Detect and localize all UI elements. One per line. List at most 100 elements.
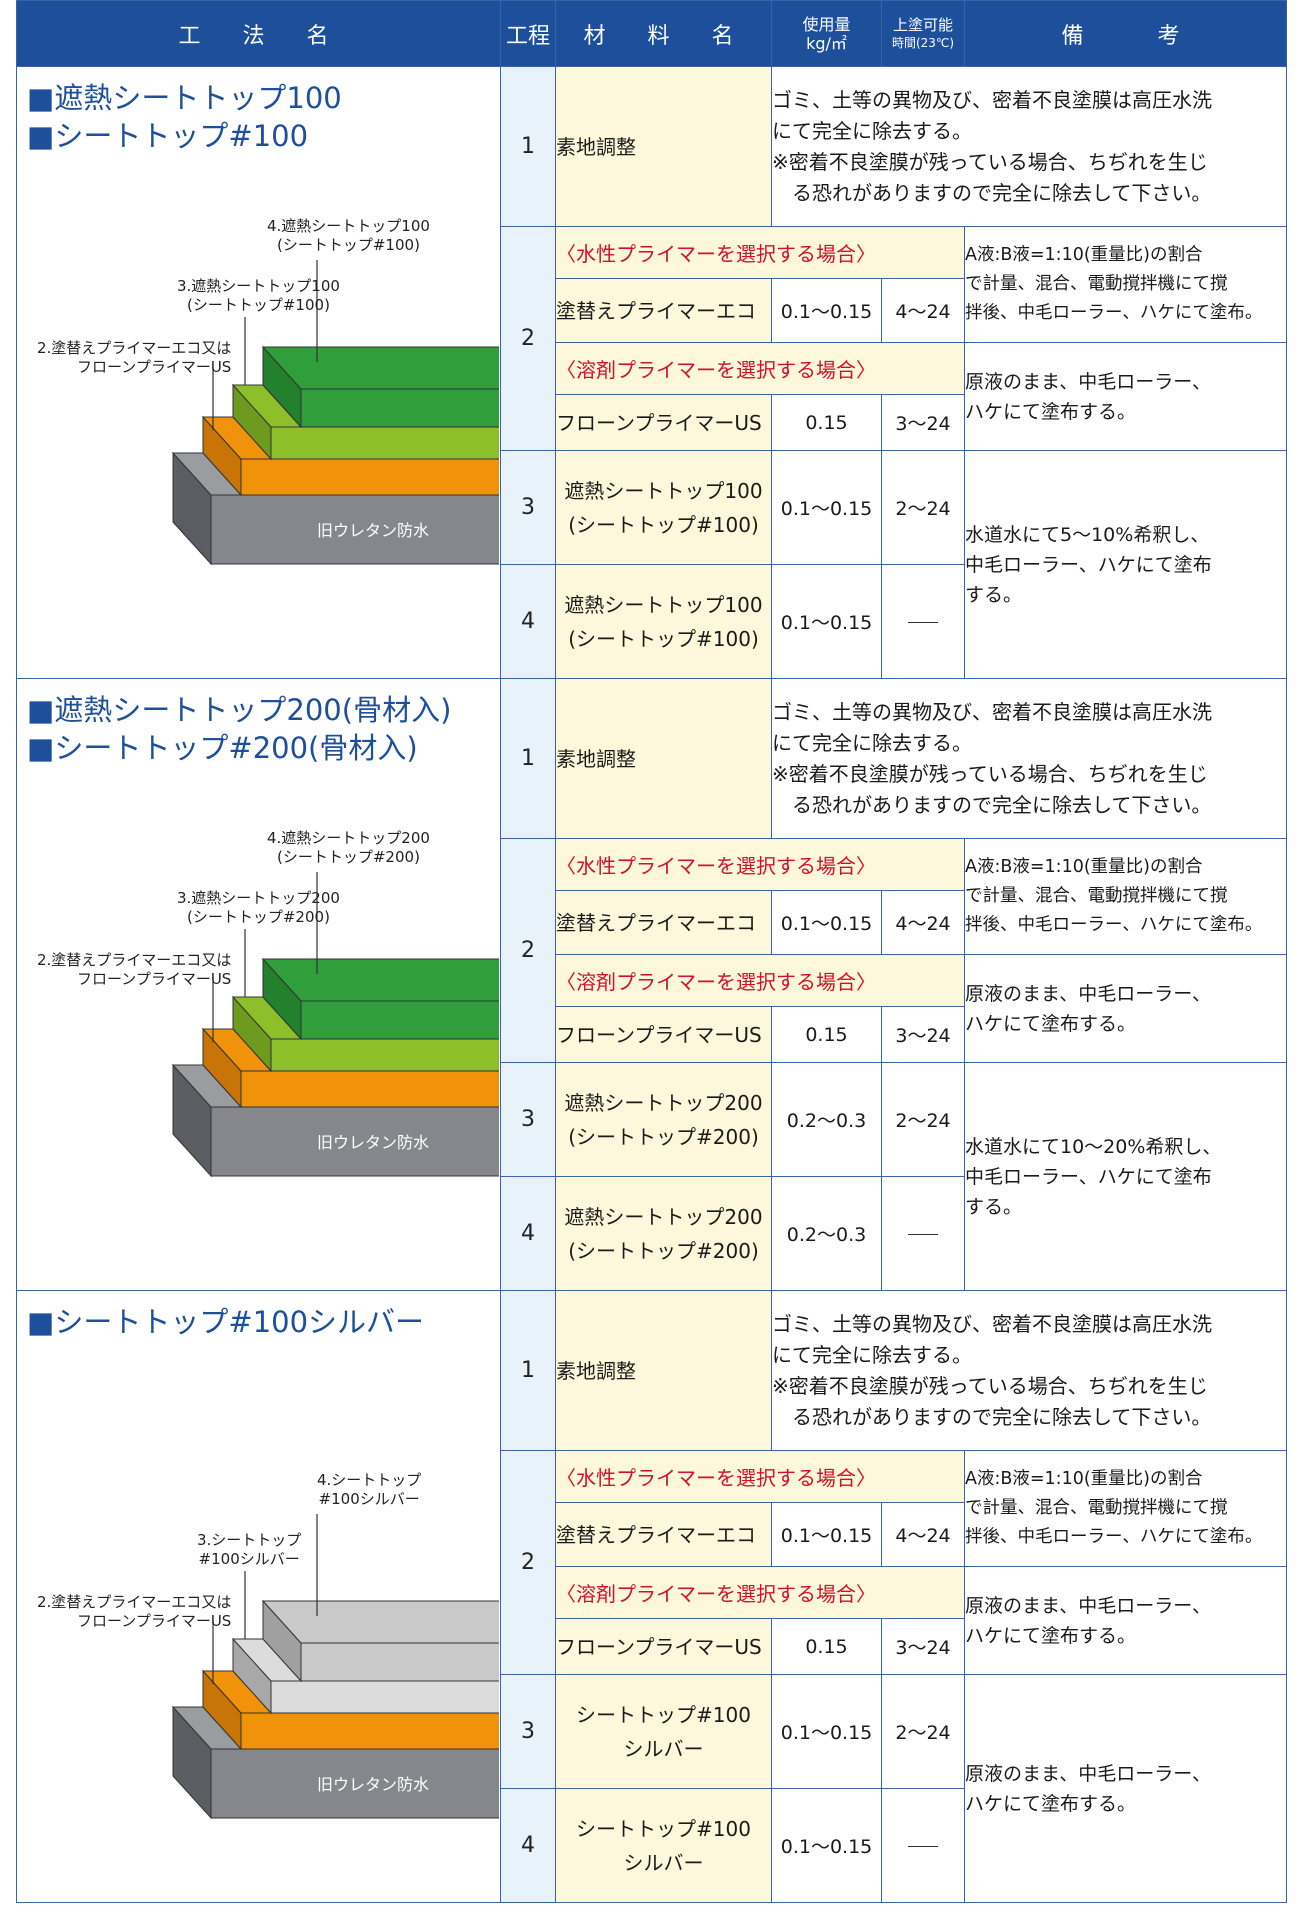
usage-value: 0.2～0.3 (771, 1176, 882, 1291)
primer-choice-solvent: 〈溶剤プライマーを選択する場合〉 (555, 1566, 965, 1619)
section-1-row: 2 〈水性プライマーを選択する場合〉 A液:B液=1:10(重量比)の割合 で計… (17, 226, 1287, 451)
remarks-text: 水道水にて10～20%希釈し、 中毛ローラー、ハケにて塗布 する。 (964, 1062, 1287, 1291)
recoat-time-value (881, 1176, 965, 1291)
layer-2-label-line-1: 2.塗替えプライマーエコ又は (37, 951, 232, 969)
step-number: 2 (500, 226, 556, 451)
layer-2-label-line-2: フローンプライマーUS (77, 970, 232, 988)
top-front-face (300, 388, 499, 428)
primer-choice-solvent: 〈溶剤プライマーを選択する場合〉 (555, 342, 965, 395)
remarks-text: 原液のまま、中毛ローラー、 ハケにて塗布する。 (964, 954, 1287, 1063)
layer-3-label-line-1: 3.遮熱シートトップ200 (177, 889, 340, 907)
material-name: 遮熱シートトップ200(シートトップ#200) (555, 1062, 772, 1177)
section-2-row: フローンプライマーUS 0.15 3～24 (17, 1006, 1287, 1063)
step-number: 1 (500, 678, 556, 839)
primer-choice-solvent: 〈溶剤プライマーを選択する場合〉 (555, 954, 965, 1007)
method-title: ■遮熱シートトップ100■シートトップ#100 (27, 79, 342, 155)
usage-value: 0.15 (771, 394, 882, 451)
layer-4-label: 4.シートトップ#100シルバー (317, 1471, 421, 1509)
usage-value: 0.1～0.15 (771, 1502, 882, 1567)
layer-3-label: 3.遮熱シートトップ100(シートトップ#100) (177, 277, 340, 315)
top-front-face (300, 1642, 499, 1682)
primer-choice-water: 〈水性プライマーを選択する場合〉 (555, 226, 965, 279)
remarks-text: A液:B液=1:10(重量比)の割合 で計量、混合、電動撹拌機にて撹 拌後、中毛… (964, 838, 1287, 955)
step-number: 4 (500, 564, 556, 679)
layer-4-label-line-2: #100シルバー (318, 1490, 420, 1508)
layer-cross-section-diagram (171, 872, 499, 1178)
usage-value: 0.1～0.15 (771, 278, 882, 343)
not-applicable-dash (908, 621, 938, 623)
top-top-face (261, 1600, 499, 1644)
base-layer-label: 旧ウレタン防水 (317, 1133, 430, 1152)
layer-2-label: 2.塗替えプライマーエコ又はフローンプライマーUS (37, 1593, 231, 1631)
remarks-text: ゴミ、土等の異物及び、密着不良塗膜は高圧水洗 にて完全に除去する。 ※密着不良塗… (771, 678, 1287, 839)
section-1-row: 3 遮熱シートトップ100(シートトップ#100) 0.1～0.15 2～24 … (17, 450, 1287, 679)
section-diagram: ■遮熱シートトップ200(骨材入)■シートトップ#200(骨材入)4.遮熱シート… (17, 679, 499, 1289)
header-method: 工 法 名 (16, 0, 501, 67)
method-title-line-2: ■シートトップ#200(骨材入) (27, 731, 418, 765)
remarks-text: 水道水にて5～10%希釈し、 中毛ローラー、ハケにて塗布 する。 (964, 450, 1287, 679)
section-3-row: 2 〈水性プライマーを選択する場合〉 A液:B液=1:10(重量比)の割合 で計… (17, 1450, 1287, 1675)
step-number: 3 (500, 450, 556, 565)
layer-2-label-line-1: 2.塗替えプライマーエコ又は (37, 339, 232, 357)
usage-value: 0.15 (771, 1618, 882, 1675)
step-number: 1 (500, 1290, 556, 1451)
material-name: 塗替えプライマーエコ (555, 278, 772, 343)
recoat-time-value: 3～24 (881, 394, 965, 451)
base-layer-label: 旧ウレタン防水 (317, 521, 430, 540)
section-3-row: 〈溶剤プライマーを選択する場合〉 原液のまま、中毛ローラー、 ハケにて塗布する。 (17, 1566, 1287, 1675)
material-name: 遮熱シートトップ200(シートトップ#200) (555, 1176, 772, 1291)
material-name: 遮熱シートトップ100(シートトップ#100) (555, 450, 772, 565)
top-front-face (300, 1000, 499, 1040)
layer-2-label-line-1: 2.塗替えプライマーエコ又は (37, 1593, 232, 1611)
section-2-row: 塗替えプライマーエコ 0.1～0.15 4～24 (17, 890, 1287, 955)
layer-4-label-line-1: 4.遮熱シートトップ100 (267, 217, 430, 235)
remarks-text: ゴミ、土等の異物及び、密着不良塗膜は高圧水洗 にて完全に除去する。 ※密着不良塗… (771, 66, 1287, 227)
section-2-row: 2 〈水性プライマーを選択する場合〉 A液:B液=1:10(重量比)の割合 で計… (17, 838, 1287, 1063)
step-number: 2 (500, 838, 556, 1063)
mid-front-face (270, 426, 499, 460)
usage-value: 0.1～0.15 (771, 450, 882, 565)
layer-2-label-line-2: フローンプライマーUS (77, 1612, 232, 1630)
method-diagram-cell: ■遮熱シートトップ200(骨材入)■シートトップ#200(骨材入)4.遮熱シート… (16, 678, 501, 1291)
remarks-text: 原液のまま、中毛ローラー、 ハケにて塗布する。 (964, 1674, 1287, 1903)
layer-4-label-line-2: (シートトップ#200) (277, 848, 420, 866)
layer-3-label-line-2: #100シルバー (198, 1550, 300, 1568)
recoat-time-value: 4～24 (881, 278, 965, 343)
step-number: 4 (500, 1176, 556, 1291)
not-applicable-dash (908, 1845, 938, 1847)
top-top-face (261, 958, 499, 1002)
recoat-time-value: 2～24 (881, 450, 965, 565)
material-name: 素地調整 (555, 678, 772, 839)
usage-value: 0.1～0.15 (771, 1674, 882, 1789)
remarks-text: ゴミ、土等の異物及び、密着不良塗膜は高圧水洗 にて完全に除去する。 ※密着不良塗… (771, 1290, 1287, 1451)
usage-value: 0.1～0.15 (771, 890, 882, 955)
layer-3-label-line-1: 3.遮熱シートトップ100 (177, 277, 340, 295)
base-layer-label: 旧ウレタン防水 (317, 1775, 430, 1794)
step-number: 3 (500, 1062, 556, 1177)
section-3-row: フローンプライマーUS 0.15 3～24 (17, 1618, 1287, 1675)
header-material: 材 料 名 (555, 0, 772, 67)
recoat-time-value: 2～24 (881, 1674, 965, 1789)
layer-4-label-line-1: 4.シートトップ (317, 1471, 422, 1489)
remarks-text: 原液のまま、中毛ローラー、 ハケにて塗布する。 (964, 1566, 1287, 1675)
primer-front-face (240, 1070, 499, 1108)
material-name: フローンプライマーUS (555, 1618, 772, 1675)
recoat-time-value: 4～24 (881, 890, 965, 955)
usage-value: 0.1～0.15 (771, 564, 882, 679)
material-name: フローンプライマーUS (555, 1006, 772, 1063)
mid-front-face (270, 1038, 499, 1072)
section-1-row: 〈溶剤プライマーを選択する場合〉 原液のまま、中毛ローラー、 ハケにて塗布する。 (17, 342, 1287, 451)
step-number: 1 (500, 66, 556, 227)
not-applicable-dash (908, 1233, 938, 1235)
